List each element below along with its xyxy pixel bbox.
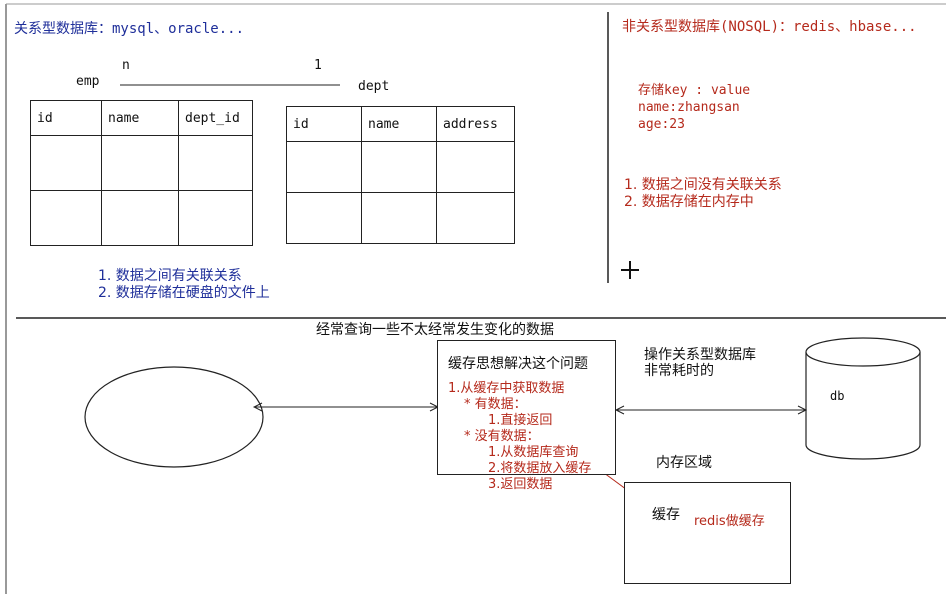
db-label: db	[830, 389, 845, 403]
memory-area-label: 内存区域	[656, 455, 712, 471]
db-cylinder-body	[805, 352, 921, 460]
arrow-head-left-1	[252, 402, 263, 412]
nosql-title: 非关系型数据库(NOSQL)：redis、hbase...	[622, 19, 917, 35]
db-operation-line-2: 非常耗时的	[644, 363, 714, 379]
cache-step-has-data: * 有数据：	[464, 397, 527, 412]
arrow-head-left-2	[614, 405, 625, 415]
dept-table-label: dept	[358, 79, 390, 94]
cache-steps: 1.从缓存中获取数据 * 有数据： 1.直接返回 * 没有数据： 1.从数据库查…	[448, 381, 591, 493]
db-operation-note: 操作关系型数据库 非常耗时的	[644, 347, 756, 379]
dept-col-id: id	[286, 106, 362, 142]
relation-1-label: 1	[314, 58, 322, 73]
relation-n-label: n	[122, 58, 130, 73]
nosql-note-2: 2. 数据存储在内存中	[624, 194, 754, 210]
client-ellipse	[84, 366, 264, 468]
emp-header-row: id name dept_id	[30, 100, 253, 136]
cache-step-put-cache: 2.将数据放入缓存	[488, 461, 592, 476]
cache-step-1: 1.从缓存中获取数据	[448, 381, 565, 396]
dept-row	[286, 192, 515, 244]
redis-cache-label: redis做缓存	[694, 514, 765, 529]
emp-col-name: name	[101, 100, 179, 136]
nosql-notes: 1. 数据之间没有关联关系 2. 数据存储在内存中	[624, 177, 782, 211]
emp-col-dept-id: dept_id	[178, 100, 253, 136]
nosql-kv-line-2: name:zhangsan	[638, 100, 740, 115]
emp-row	[30, 135, 253, 191]
dept-header-row: id name address	[286, 106, 515, 142]
dept-col-name: name	[361, 106, 437, 142]
db-operation-line-1: 操作关系型数据库	[644, 347, 756, 363]
dept-table: id name address	[286, 106, 515, 244]
cache-step-return-data: 3.返回数据	[488, 477, 553, 492]
db-cylinder-top	[805, 337, 921, 367]
emp-table-label: emp	[76, 74, 100, 89]
cache-step-query-db: 1.从数据库查询	[488, 445, 579, 460]
emp-col-id: id	[30, 100, 102, 136]
cache-step-return: 1.直接返回	[488, 413, 553, 428]
cache-label: 缓存	[652, 507, 680, 523]
cache-solution-title: 缓存思想解决这个问题	[448, 356, 588, 372]
emp-table: id name dept_id	[30, 100, 253, 246]
nosql-kv-line-1: 存储key : value	[638, 83, 751, 98]
memory-area-box	[624, 482, 791, 584]
relational-notes: 1. 数据之间有关联关系 2. 数据存储在硬盘的文件上	[98, 268, 270, 302]
nosql-kv-block: 存储key : value name:zhangsan age:23	[638, 82, 750, 133]
nosql-note-1: 1. 数据之间没有关联关系	[624, 177, 782, 193]
dept-col-address: address	[436, 106, 515, 142]
nosql-kv-line-3: age:23	[638, 117, 685, 132]
cache-solution-box	[437, 340, 616, 475]
crosshair-cursor-icon	[621, 261, 639, 279]
emp-row	[30, 190, 253, 246]
relational-note-2: 2. 数据存储在硬盘的文件上	[98, 285, 270, 301]
dept-row	[286, 141, 515, 193]
relational-note-1: 1. 数据之间有关联关系	[98, 268, 242, 284]
cache-step-no-data: * 没有数据：	[464, 429, 540, 444]
relational-title: 关系型数据库：mysql、oracle...	[14, 21, 245, 37]
cache-heading: 经常查询一些不太经常发生变化的数据	[316, 322, 554, 338]
